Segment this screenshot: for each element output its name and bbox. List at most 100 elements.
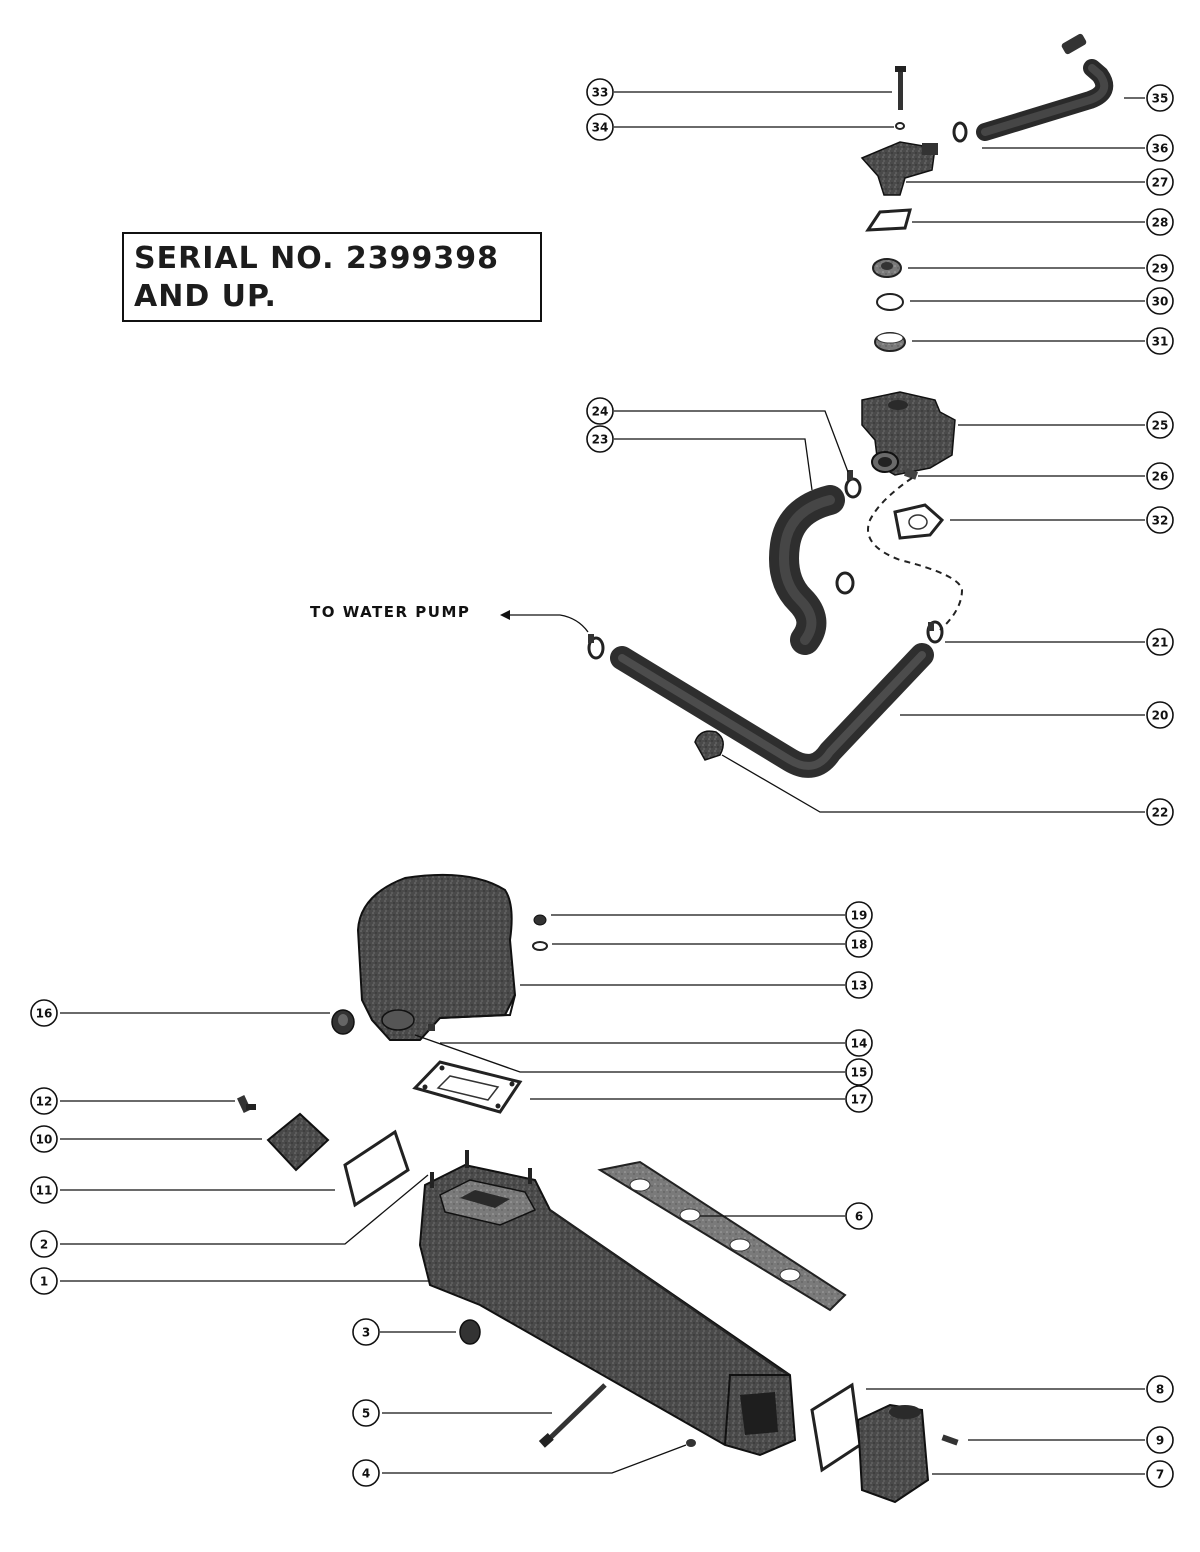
callout-number: 13 (851, 979, 868, 993)
callout-number: 20 (1152, 709, 1169, 723)
callout-circle (1146, 798, 1174, 826)
callout-number: 17 (851, 1093, 868, 1107)
callout-circle (845, 1085, 873, 1113)
clip-22-icon (694, 730, 724, 761)
callout-5: 5 (352, 1399, 380, 1427)
callout-circle (1146, 1460, 1174, 1488)
callout-35: 35 (1146, 84, 1174, 112)
callout-circle (845, 1202, 873, 1230)
manifold-gasket-6-icon (597, 1160, 847, 1312)
sleeve-31-icon (874, 332, 906, 352)
washer-18-icon (532, 941, 548, 951)
clamp-icon (835, 571, 855, 595)
thermostat-29-icon (872, 258, 902, 278)
o-ring-30-icon (876, 293, 904, 311)
callout-number: 19 (851, 909, 868, 923)
callout-25: 25 (1146, 411, 1174, 439)
callout-circle (845, 1029, 873, 1057)
callout-circle (352, 1399, 380, 1427)
callout-group: 3334353627282930312423252632212022191813… (30, 78, 1174, 1488)
callout-circle (30, 1230, 58, 1258)
callout-number: 14 (851, 1037, 868, 1051)
callout-number: 7 (1156, 1468, 1164, 1482)
callout-22: 22 (1146, 798, 1174, 826)
callout-circle (30, 999, 58, 1027)
callout-number: 6 (855, 1210, 863, 1224)
callout-34: 34 (586, 113, 614, 141)
callout-number: 12 (36, 1095, 53, 1109)
callout-12: 12 (30, 1087, 58, 1115)
callout-23: 23 (586, 425, 614, 453)
callout-number: 31 (1152, 335, 1169, 349)
bolt-5-icon (538, 1383, 607, 1448)
callout-number: 21 (1152, 636, 1169, 650)
callout-number: 27 (1152, 176, 1169, 190)
callout-circle (30, 1125, 58, 1153)
to-water-pump-label: TO WATER PUMP (310, 603, 471, 621)
callout-circle (352, 1318, 380, 1346)
callout-circle (1146, 254, 1174, 282)
callout-circle (1146, 701, 1174, 729)
callout-number: 30 (1152, 295, 1169, 309)
callout-circle (30, 1267, 58, 1295)
callout-26: 26 (1146, 462, 1174, 490)
callout-11: 11 (30, 1176, 58, 1204)
callout-circle (1146, 287, 1174, 315)
plug-14-icon (428, 1024, 435, 1031)
callout-circle (1146, 168, 1174, 196)
callout-number: 4 (362, 1467, 370, 1481)
callout-circle (1146, 628, 1174, 656)
callout-circle (586, 78, 614, 106)
callout-number: 1 (40, 1275, 48, 1289)
callout-number: 10 (36, 1133, 53, 1147)
callout-number: 2 (40, 1238, 48, 1252)
screw-12-icon (236, 1095, 256, 1113)
callout-number: 18 (851, 938, 868, 952)
screw-9-icon (941, 1434, 959, 1446)
callout-number: 16 (36, 1007, 53, 1021)
callout-circle (586, 425, 614, 453)
callout-circle (1146, 1426, 1174, 1454)
callout-number: 33 (592, 86, 609, 100)
leader-lines (60, 91, 1145, 1475)
callout-number: 3 (362, 1326, 370, 1340)
plug-16-icon (331, 1009, 355, 1035)
callout-4: 4 (352, 1459, 380, 1487)
callout-number: 22 (1152, 806, 1169, 820)
clamp-21-icon (926, 620, 944, 644)
elbow-7-icon (856, 1403, 930, 1504)
callout-number: 8 (1156, 1383, 1164, 1397)
callout-number: 15 (851, 1066, 868, 1080)
callout-7: 7 (1146, 1460, 1174, 1488)
callout-10: 10 (30, 1125, 58, 1153)
exhaust-manifold-1-icon (418, 1150, 797, 1457)
callout-29: 29 (1146, 254, 1174, 282)
serial-range-line: AND UP. (134, 279, 277, 314)
callout-3: 3 (352, 1318, 380, 1346)
callout-number: 24 (592, 405, 609, 419)
serial-number-line: SERIAL NO. 2399398 (134, 241, 500, 276)
plug-3-icon (459, 1319, 481, 1345)
gasket-8-icon (810, 1382, 862, 1473)
callout-circle (1146, 462, 1174, 490)
callout-24: 24 (586, 397, 614, 425)
callout-number: 23 (592, 433, 609, 447)
callout-1: 1 (30, 1267, 58, 1295)
clamp-water-pump-icon (587, 634, 605, 660)
callout-2: 2 (30, 1230, 58, 1258)
gasket-32-icon (893, 503, 945, 540)
callout-32: 32 (1146, 506, 1174, 534)
washer-34-icon (895, 122, 905, 130)
callout-circle (30, 1176, 58, 1204)
callout-circle (1146, 134, 1174, 162)
callout-number: 34 (592, 121, 609, 135)
clamp-36-icon (952, 121, 968, 143)
callout-9: 9 (1146, 1426, 1174, 1454)
callout-31: 31 (1146, 327, 1174, 355)
callout-circle (586, 113, 614, 141)
callout-number: 25 (1152, 419, 1169, 433)
water-pump-arrow (500, 610, 589, 633)
callout-33: 33 (586, 78, 614, 106)
